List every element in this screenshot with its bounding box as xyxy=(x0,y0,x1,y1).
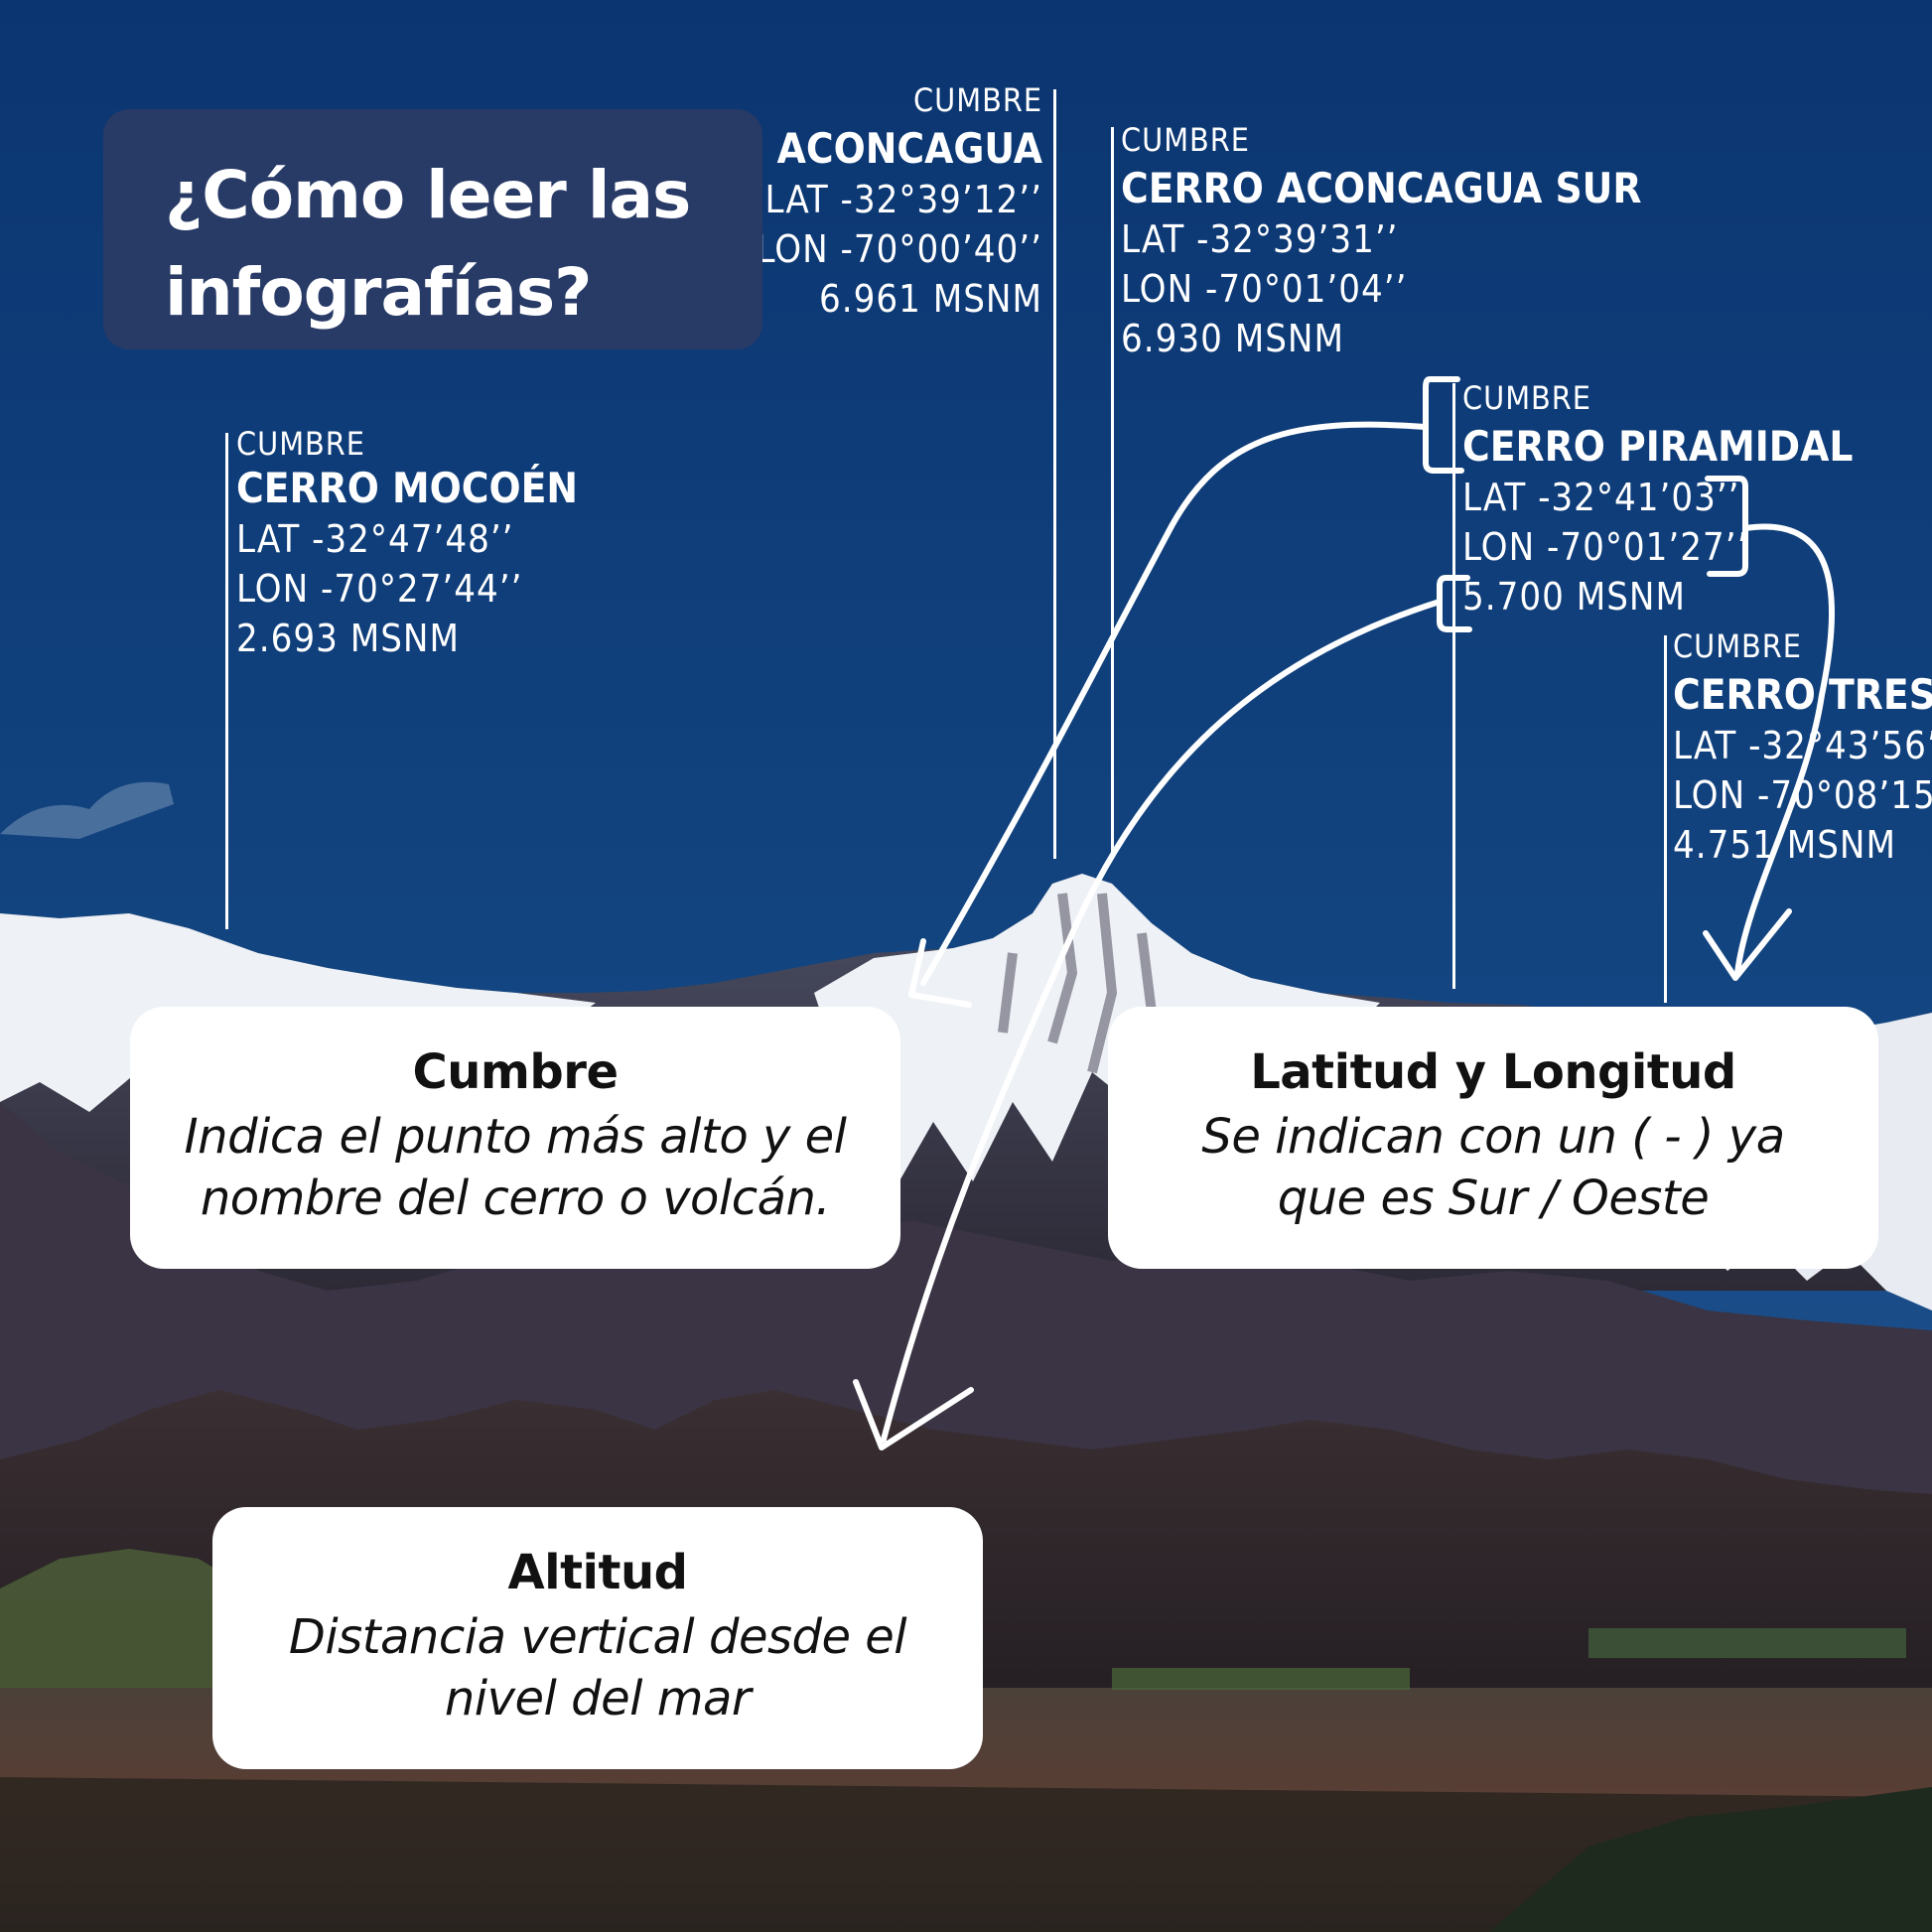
peak-lat: LAT -32°43’56’ xyxy=(1673,724,1932,767)
peak-altitude: 6.961 MSNM xyxy=(819,277,1042,321)
peak-label-tres: CUMBRE CERRO TRES LAT -32°43’56’ LON -70… xyxy=(1673,627,1932,870)
card-description-line: Se indican con un ( - ) ya xyxy=(1201,1109,1785,1165)
peak-label-mocoen: CUMBRE CERRO MOCOÉN LAT -32°47’48’’ LON … xyxy=(236,425,578,663)
bracket-cumbre xyxy=(1423,376,1464,474)
peak-name: CERRO ACONCAGUA SUR xyxy=(1121,164,1642,212)
title-box: ¿Cómo leer las infografías? xyxy=(103,109,762,349)
peak-lon: LON -70°27’44’’ xyxy=(236,567,523,611)
rock-streaks xyxy=(998,893,1157,1074)
peak-lon: LON -70°01’27’’ xyxy=(1462,525,1749,569)
leader-line-tres xyxy=(1664,635,1667,1003)
peak-name: CERRO PIRAMIDAL xyxy=(1462,422,1854,471)
card-description-line: Indica el punto más alto y el xyxy=(184,1109,848,1165)
leader-line-piramidal xyxy=(1452,383,1455,989)
peak-lon: LON -70°01’04’’ xyxy=(1121,267,1408,311)
card-altitud: Altitud Distancia vertical desde el nive… xyxy=(212,1507,983,1769)
peak-altitude: 2.693 MSNM xyxy=(236,617,460,660)
card-description-line: Distancia vertical desde el xyxy=(288,1609,907,1665)
peak-altitude: 6.930 MSNM xyxy=(1121,317,1344,360)
peak-lat: LAT -32°39’12’’ xyxy=(764,178,1042,221)
peak-cumbre-label: CUMBRE xyxy=(1673,627,1802,665)
card-description-line: nivel del mar xyxy=(444,1671,752,1726)
leader-line-aconcagua xyxy=(1053,89,1056,859)
arrowhead-cumbre xyxy=(908,938,972,1008)
card-description-line: nombre del cerro o volcán. xyxy=(200,1171,831,1226)
arrow-to-latlon-card xyxy=(1734,523,1835,976)
trees xyxy=(0,1777,1932,1932)
arrow-to-altitud-card xyxy=(881,599,1443,1443)
card-latitud-longitud: Latitud y Longitud Se indican con un ( -… xyxy=(1108,1007,1878,1269)
peak-cumbre-label: CUMBRE xyxy=(236,425,365,463)
peak-lat: LAT -32°39’31’’ xyxy=(1121,217,1399,261)
leader-line-mocoen xyxy=(225,433,228,929)
peak-lon: LON -70°00’40’’ xyxy=(756,227,1042,271)
peak-cumbre-label: CUMBRE xyxy=(1121,121,1250,159)
card-title: Altitud xyxy=(507,1545,688,1600)
bracket-altitude xyxy=(1437,575,1472,632)
arrow-to-cumbre-card xyxy=(920,421,1429,986)
fields xyxy=(1112,1668,1410,1690)
card-cumbre: Cumbre Indica el punto más alto y el nom… xyxy=(130,1007,900,1269)
fields xyxy=(1588,1628,1906,1658)
peak-lat: LAT -32°41’03’’ xyxy=(1462,476,1740,519)
peak-name: ) ACONCAGUA xyxy=(747,124,1042,173)
peak-label-aconcagua-sur: CUMBRE CERRO ACONCAGUA SUR LAT -32°39’31… xyxy=(1121,121,1641,363)
card-description-line: que es Sur / Oeste xyxy=(1277,1171,1710,1226)
card-title: Cumbre xyxy=(412,1044,620,1100)
peak-label-aconcagua: CUMBRE ) ACONCAGUA LAT -32°39’12’’ LON -… xyxy=(715,81,1042,324)
arrowhead-latlon xyxy=(1703,908,1792,981)
cloud xyxy=(0,781,174,839)
bracket-latlon xyxy=(1705,476,1748,577)
peak-lat: LAT -32°47’48’’ xyxy=(236,517,514,561)
arrowhead-altitud xyxy=(853,1379,974,1450)
front-hill xyxy=(1489,1787,1932,1932)
card-title: Latitud y Longitud xyxy=(1250,1044,1736,1100)
peak-label-piramidal: CUMBRE CERRO PIRAMIDAL LAT -32°41’03’’ L… xyxy=(1462,379,1853,621)
peak-cumbre-label: CUMBRE xyxy=(1462,379,1591,417)
peak-altitude: 5.700 MSNM xyxy=(1462,575,1686,619)
leader-line-aconcagua-sur xyxy=(1111,127,1114,852)
peak-cumbre-label: CUMBRE xyxy=(913,81,1042,119)
page-title: ¿Cómo leer las infografías? xyxy=(165,157,691,331)
peak-name: CERRO TRES xyxy=(1673,670,1932,719)
peak-name: CERRO MOCOÉN xyxy=(236,464,579,512)
